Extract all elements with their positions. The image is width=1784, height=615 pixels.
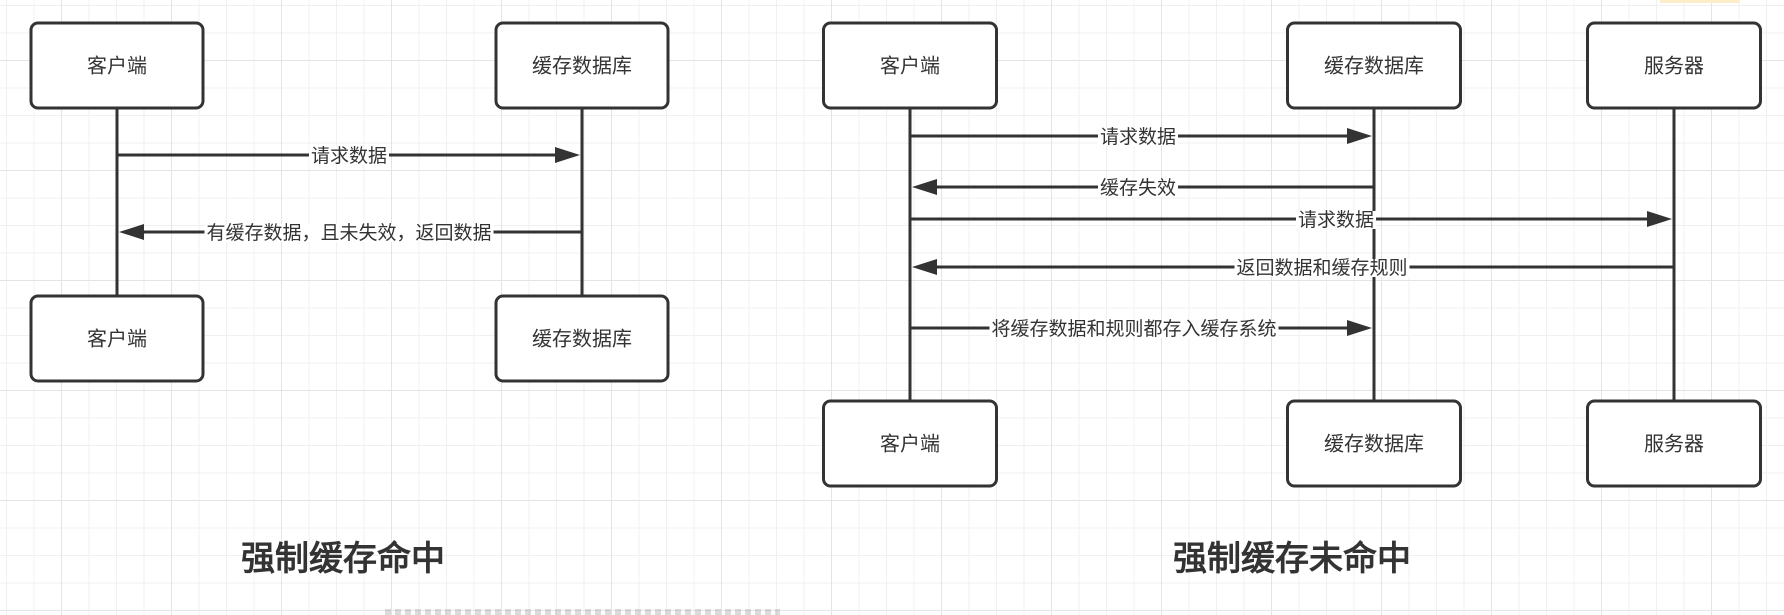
participant-label: 缓存数据库 xyxy=(1324,54,1424,78)
participant-label: 客户端 xyxy=(87,327,147,351)
message-label-background xyxy=(1097,179,1179,197)
participant-box-client-bottom[interactable]: 客户端 xyxy=(822,399,998,488)
message-arrow[interactable]: 缓存失效 xyxy=(912,177,1374,199)
participant-label: 客户端 xyxy=(880,432,940,456)
message-label: 缓存失效 xyxy=(1100,177,1176,199)
message-label: 请求数据 xyxy=(1100,126,1176,148)
participant-box-client-top[interactable]: 客户端 xyxy=(29,21,205,110)
message-label: 将缓存数据和规则都存入缓存系统 xyxy=(991,318,1276,340)
message-label-background xyxy=(989,320,1279,338)
diagram-title: 强制缓存命中 xyxy=(241,539,445,579)
participant-box-cache-bottom[interactable]: 缓存数据库 xyxy=(494,294,670,383)
message-label: 请求数据 xyxy=(311,145,387,167)
message-arrow[interactable]: 有缓存数据，且未失效，返回数据 xyxy=(119,222,582,244)
message-label-background xyxy=(1295,211,1377,229)
diagram-cache-miss: 客户端客户端缓存数据库缓存数据库服务器服务器请求数据缓存失效请求数据返回数据和缓… xyxy=(822,21,1762,579)
diagram-title: 强制缓存未命中 xyxy=(1173,539,1411,579)
arrowhead-icon xyxy=(1347,128,1372,144)
message-label-background xyxy=(308,147,390,165)
participant-label: 客户端 xyxy=(880,54,940,78)
arrowhead-icon xyxy=(555,147,580,163)
participant-box-cache-bottom[interactable]: 缓存数据库 xyxy=(1286,399,1462,488)
message-label: 有缓存数据，且未失效，返回数据 xyxy=(206,222,491,244)
arrowhead-icon xyxy=(1347,320,1372,336)
participant-box-client-top[interactable]: 客户端 xyxy=(822,21,998,110)
participant-label: 缓存数据库 xyxy=(532,327,632,351)
participant-box-client-bottom[interactable]: 客户端 xyxy=(29,294,205,383)
arrowhead-icon xyxy=(119,224,144,240)
message-label-background xyxy=(1234,259,1410,277)
message-arrow[interactable]: 请求数据 xyxy=(117,145,580,167)
message-label: 返回数据和缓存规则 xyxy=(1236,257,1407,279)
arrowhead-icon xyxy=(1647,211,1672,227)
message-arrow[interactable]: 返回数据和缓存规则 xyxy=(912,257,1674,279)
message-arrow[interactable]: 将缓存数据和规则都存入缓存系统 xyxy=(910,318,1372,340)
participant-label: 服务器 xyxy=(1644,54,1704,78)
message-arrow[interactable]: 请求数据 xyxy=(910,126,1372,148)
participant-box-server-top[interactable]: 服务器 xyxy=(1586,21,1762,110)
yellow-highlight-patch xyxy=(1660,0,1740,3)
participant-label: 缓存数据库 xyxy=(532,54,632,78)
diagram-cache-hit: 客户端客户端缓存数据库缓存数据库请求数据有缓存数据，且未失效，返回数据强制缓存命… xyxy=(29,21,670,579)
participant-label: 客户端 xyxy=(87,54,147,78)
message-label-background xyxy=(1097,128,1179,146)
message-label: 请求数据 xyxy=(1298,209,1374,231)
arrowhead-icon xyxy=(912,179,937,195)
message-label-background xyxy=(204,224,494,242)
truncated-caption-strip xyxy=(385,609,780,615)
participant-label: 服务器 xyxy=(1644,432,1704,456)
participant-box-cache-top[interactable]: 缓存数据库 xyxy=(494,21,670,110)
participant-box-cache-top[interactable]: 缓存数据库 xyxy=(1286,21,1462,110)
message-arrow[interactable]: 请求数据 xyxy=(910,209,1672,231)
arrowhead-icon xyxy=(912,259,937,275)
participant-box-server-bottom[interactable]: 服务器 xyxy=(1586,399,1762,488)
participant-label: 缓存数据库 xyxy=(1324,432,1424,456)
